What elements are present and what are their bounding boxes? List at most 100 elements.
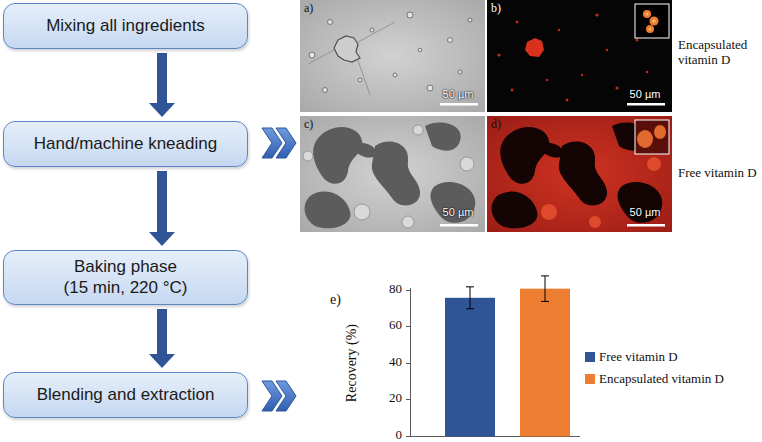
tick-label: 60: [372, 318, 402, 333]
micrograph-brightfield-part-part: [370, 28, 374, 32]
tick-label: 40: [372, 355, 402, 370]
micrograph-fluorescence-part-part: [650, 17, 659, 26]
error-bar-part: [466, 308, 474, 309]
row-label: Encapsulated vitamin D: [678, 38, 760, 68]
panel-letter: a): [304, 2, 334, 16]
panel-letter-box: e): [330, 292, 360, 308]
micrograph-brightfield-part-part: [407, 12, 413, 18]
box-label: Mixing all ingredients: [46, 16, 205, 36]
error-bar-part: [541, 301, 549, 302]
micrograph-fluorescence-part: [627, 103, 665, 106]
micrograph-fluorescence-part: [643, 10, 659, 33]
micrograph-fluorescence-part-part: [636, 39, 639, 42]
process-box: Blending and extraction: [3, 372, 248, 418]
micrograph-fluorescence-part-part: [581, 74, 583, 76]
micrograph-fluorescence-part: [654, 125, 666, 139]
micrograph-brightfield-part-part: [448, 38, 453, 43]
tick-label: 20: [372, 391, 402, 406]
legend-swatch: [585, 374, 595, 384]
box-label: Hand/machine kneading: [34, 134, 217, 154]
chart-axis: [406, 288, 580, 437]
micrograph-brightfield-part: [334, 36, 360, 62]
chart-axis-part: [406, 436, 410, 437]
micrograph-fluorescence-part-part: [652, 19, 656, 23]
error-bar-part: [466, 286, 474, 287]
box-label: Blending and extraction: [37, 385, 215, 405]
scale-bar-label: 50 µm: [432, 88, 484, 101]
micrograph-fluorescence-part-part: [589, 216, 601, 228]
scale-bar-label: 50 µm: [619, 206, 671, 219]
micrograph-fluorescence-part-part: [595, 13, 598, 16]
micrograph-fluorescence-part-part: [615, 86, 618, 89]
micrograph-fluorescence-part: [645, 12, 655, 30]
scale-bar-label-box: 50 µm: [432, 206, 484, 219]
micrograph-brightfield-part-part: [309, 52, 315, 58]
scale-bar-label-box: 50 µm: [432, 88, 484, 101]
panel-letter-box: d): [491, 118, 521, 132]
micrograph-fluorescence-part: [525, 38, 544, 57]
micrograph-fluorescence-part-part: [566, 99, 569, 102]
axis-title: Recovery (%): [344, 313, 360, 413]
micrograph-brightfield-part-part: [413, 125, 423, 135]
micrograph-brightfield-part: [300, 0, 485, 112]
box-label: Baking phase (15 min, 220 °C): [62, 257, 190, 298]
micrograph-brightfield-part-part: [418, 48, 422, 52]
micrograph-brightfield-part: [440, 103, 478, 106]
micrograph-fluorescence-part-part: [646, 25, 654, 33]
chart-axis-part: [406, 290, 410, 291]
tick-label-box: 20: [372, 391, 402, 406]
micrograph-brightfield-part-part: [402, 216, 414, 228]
flow-arrow: [157, 53, 167, 103]
chevron-arrow-part: [276, 381, 296, 411]
micrograph-brightfield-part: [300, 116, 485, 232]
flow-arrow: [157, 171, 167, 232]
error-bar-part: [541, 275, 549, 276]
error-bar-part: [470, 287, 471, 309]
micrograph-brightfield-part-part: [458, 70, 462, 74]
tick-label: 0: [372, 428, 402, 442]
micrograph-fluorescence-part-part: [511, 89, 514, 92]
micrograph-brightfield-part-part: [303, 151, 313, 161]
micrograph-fluorescence-part-part: [558, 29, 560, 31]
panel-letter-box: b): [491, 2, 521, 16]
micrograph-brightfield: [300, 116, 485, 232]
micrograph-brightfield-part-part: [323, 88, 328, 93]
bar-series: [445, 276, 570, 437]
micrograph-fluorescence: [487, 0, 672, 112]
micrograph-brightfield-part-part: [393, 73, 397, 77]
tick-label-box: 40: [372, 355, 402, 370]
row-label-box: Free vitamin D: [678, 166, 760, 181]
micrograph-brightfield-part-part: [354, 204, 370, 220]
micrograph-fluorescence-part-part: [541, 204, 557, 220]
micrograph-fluorescence-part-part: [646, 71, 648, 73]
error-bar: [466, 287, 474, 309]
panel-letter: d): [491, 118, 521, 132]
micrograph-fluorescence-part-part: [643, 10, 651, 18]
scale-bar-label: 50 µm: [619, 88, 671, 101]
micrograph-brightfield-part: [308, 22, 395, 95]
micrograph-fluorescence-part-part: [645, 12, 648, 15]
chevron-arrow: [262, 128, 296, 411]
micrograph-brightfield-part: [440, 224, 478, 227]
bar: [445, 298, 495, 437]
micrograph-fluorescence-part: [487, 0, 672, 112]
tick-label-box: 60: [372, 318, 402, 333]
micrograph-fluorescence-part: [497, 13, 648, 101]
chart-axis-part: [410, 288, 411, 437]
micrograph-brightfield-part-part: [460, 157, 474, 171]
legend-label: Free vitamin D: [599, 349, 678, 364]
row-label: Free vitamin D: [678, 166, 760, 181]
micrograph-fluorescence-part: [635, 4, 669, 38]
tick-label: 80: [372, 282, 402, 297]
micrograph-fluorescence-part-part: [606, 49, 608, 51]
micrograph-fluorescence-part-part: [648, 27, 651, 30]
process-box: Hand/machine kneading: [3, 121, 248, 167]
panel-letter: e): [330, 292, 360, 308]
row-label-box: Encapsulated vitamin D: [678, 38, 760, 68]
micrograph-fluorescence-part: [487, 116, 672, 232]
process-box: Mixing all ingredients: [3, 3, 248, 49]
micrograph-brightfield-part-part: [358, 78, 362, 82]
micrograph-fluorescence-part-part: [546, 79, 548, 81]
scale-bar-label-box: 50 µm: [619, 88, 671, 101]
micrograph-fluorescence-part-part: [516, 21, 519, 24]
